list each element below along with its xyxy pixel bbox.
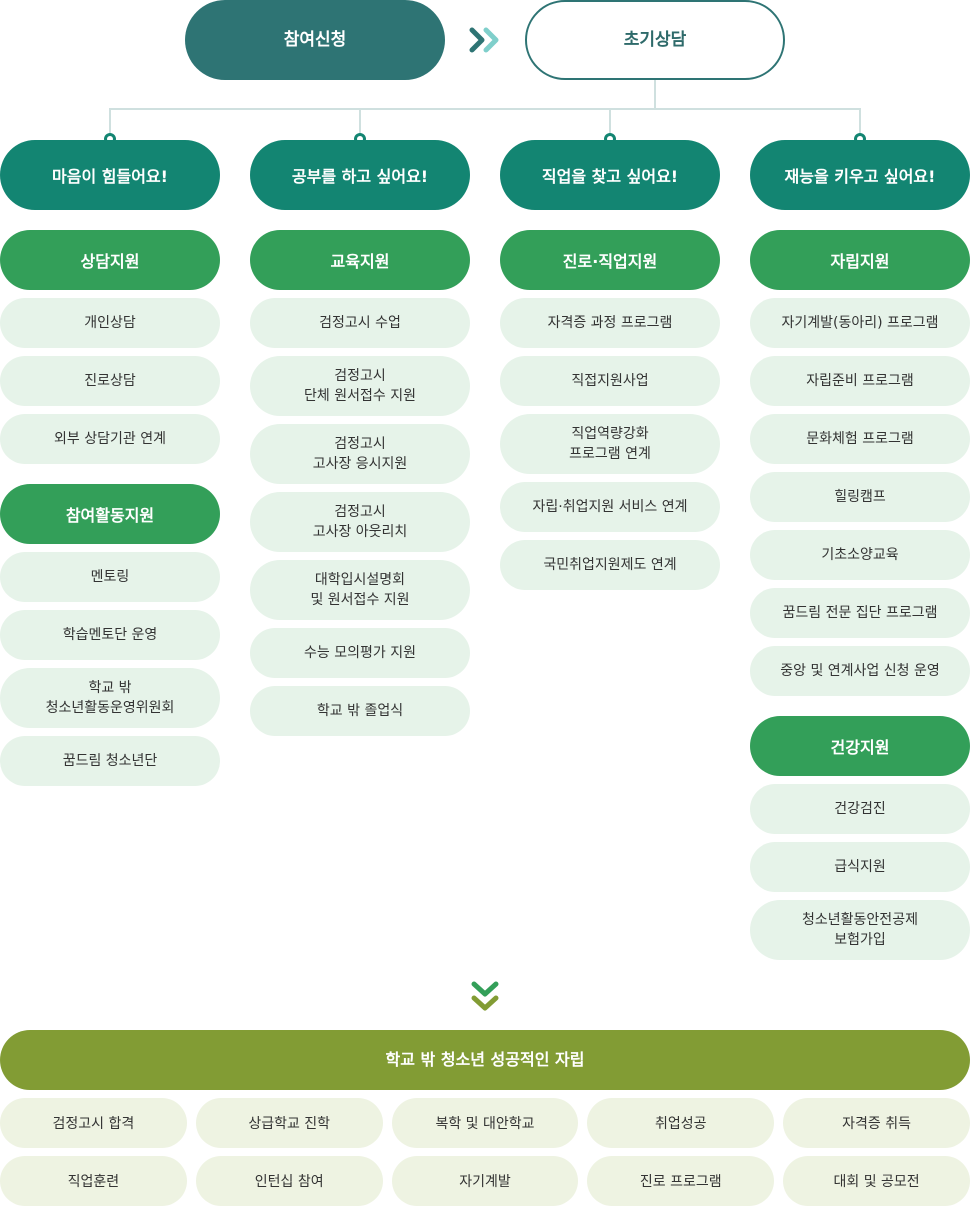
list-item: 기초소양교육 — [750, 530, 970, 580]
step-participation-application: 참여신청 — [185, 0, 445, 80]
list-item: 검정고시 고사장 아웃리치 — [250, 492, 470, 552]
outcome-item: 복학 및 대안학교 — [391, 1098, 579, 1148]
connector-drop-3 — [609, 108, 611, 136]
category-activity: 참여활동지원 — [0, 484, 220, 544]
column-emotional: 마음이 힘들어요! 상담지원 개인상담 진로상담 외부 상담기관 연계 참여활동… — [0, 140, 220, 786]
list-item: 개인상담 — [0, 298, 220, 348]
list-item: 대학입시설명회 및 원서접수 지원 — [250, 560, 470, 620]
double-chevron-down-icon — [471, 981, 499, 1011]
list-item: 학교 밖 청소년활동운영위원회 — [0, 668, 220, 728]
list-item: 자격증 과정 프로그램 — [500, 298, 720, 348]
connector-drop-2 — [359, 108, 361, 136]
list-item: 검정고시 수업 — [250, 298, 470, 348]
connector-trunk — [654, 80, 656, 110]
outcome-item: 인턴십 참여 — [195, 1156, 383, 1206]
list-item: 힐링캠프 — [750, 472, 970, 522]
list-item: 자기계발(동아리) 프로그램 — [750, 298, 970, 348]
list-item: 직업역량강화 프로그램 연계 — [500, 414, 720, 474]
category-education: 교육지원 — [250, 230, 470, 290]
list-item: 검정고시 고사장 응시지원 — [250, 424, 470, 484]
list-item: 자립·취업지원 서비스 연계 — [500, 482, 720, 532]
outcome-item: 자격증 취득 — [783, 1098, 970, 1148]
outcome-grid: 검정고시 합격 상급학교 진학 복학 및 대안학교 취업성공 자격증 취득 직업… — [0, 1098, 970, 1206]
outcome-item: 검정고시 합격 — [0, 1098, 187, 1148]
list-item: 수능 모의평가 지원 — [250, 628, 470, 678]
column-career: 직업을 찾고 싶어요! 진로·직업지원 자격증 과정 프로그램 직접지원사업 직… — [500, 140, 720, 590]
double-chevron-right-icon — [469, 27, 499, 53]
outcome-item: 진로 프로그램 — [587, 1156, 775, 1206]
list-item: 학습멘토단 운영 — [0, 610, 220, 660]
list-item: 멘토링 — [0, 552, 220, 602]
category-career: 진로·직업지원 — [500, 230, 720, 290]
result-banner: 학교 밖 청소년 성공적인 자립 — [0, 1030, 970, 1090]
category-health: 건강지원 — [750, 716, 970, 776]
column-study: 공부를 하고 싶어요! 교육지원 검정고시 수업 검정고시 단체 원서접수 지원… — [250, 140, 470, 736]
list-item: 급식지원 — [750, 842, 970, 892]
list-item: 검정고시 단체 원서접수 지원 — [250, 356, 470, 416]
category-independence: 자립지원 — [750, 230, 970, 290]
step-initial-consultation: 초기상담 — [525, 0, 785, 80]
list-item: 건강검진 — [750, 784, 970, 834]
list-item: 직접지원사업 — [500, 356, 720, 406]
outcome-item: 대회 및 공모전 — [783, 1156, 970, 1206]
list-item: 외부 상담기관 연계 — [0, 414, 220, 464]
list-item: 진로상담 — [0, 356, 220, 406]
list-item: 학교 밖 졸업식 — [250, 686, 470, 736]
connector-drop-4 — [859, 108, 861, 136]
column-header: 공부를 하고 싶어요! — [250, 140, 470, 210]
column-header: 재능을 키우고 싶어요! — [750, 140, 970, 210]
outcome-item: 직업훈련 — [0, 1156, 187, 1206]
connector-horizontal — [109, 108, 861, 110]
list-item: 청소년활동안전공제 보험가입 — [750, 900, 970, 960]
outcome-item: 자기계발 — [391, 1156, 579, 1206]
outcome-item: 취업성공 — [587, 1098, 775, 1148]
column-talent: 재능을 키우고 싶어요! 자립지원 자기계발(동아리) 프로그램 자립준비 프로… — [750, 140, 970, 960]
column-header: 마음이 힘들어요! — [0, 140, 220, 210]
connector-drop-1 — [109, 108, 111, 136]
list-item: 꿈드림 청소년단 — [0, 736, 220, 786]
list-item: 중앙 및 연계사업 신청 운영 — [750, 646, 970, 696]
list-item: 국민취업지원제도 연계 — [500, 540, 720, 590]
category-counseling: 상담지원 — [0, 230, 220, 290]
list-item: 문화체험 프로그램 — [750, 414, 970, 464]
list-item: 꿈드림 전문 집단 프로그램 — [750, 588, 970, 638]
list-item: 자립준비 프로그램 — [750, 356, 970, 406]
column-header: 직업을 찾고 싶어요! — [500, 140, 720, 210]
outcome-item: 상급학교 진학 — [195, 1098, 383, 1148]
